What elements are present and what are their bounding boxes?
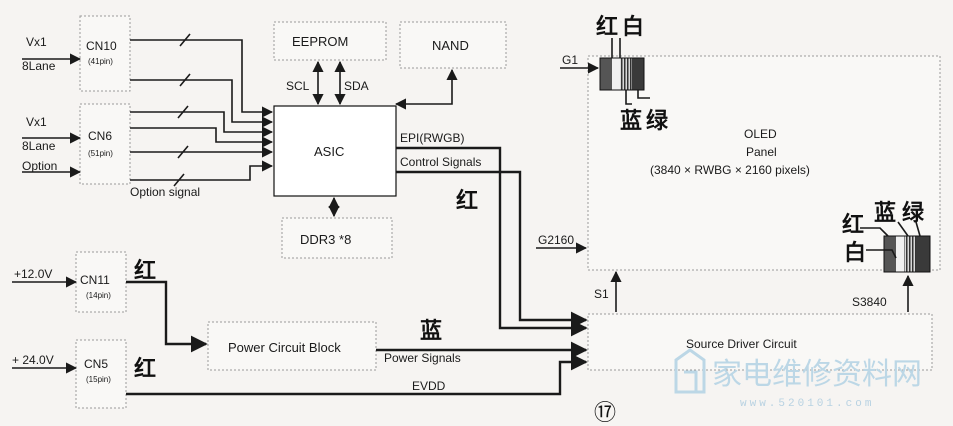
annotation-white-bottom: 白 xyxy=(844,240,866,266)
lane-label-b: 8Lane xyxy=(22,139,56,153)
cn11-to-power-line xyxy=(126,280,208,353)
leader-white-bottom xyxy=(866,249,897,259)
cn5-connector xyxy=(75,339,127,409)
cn10-label: CN10 xyxy=(86,39,117,53)
leader-blue-top xyxy=(625,90,632,105)
evdd-label: EVDD xyxy=(412,379,446,393)
ddr-label: DDR3 *8 xyxy=(300,232,351,247)
nand-label: NAND xyxy=(432,38,469,53)
annotation-red-12v: 红 xyxy=(134,258,156,284)
cn6-connector xyxy=(79,103,131,185)
oled-panel xyxy=(587,55,941,271)
vx1-label-a: Vx1 xyxy=(26,35,47,49)
cn5-pins: (15pin) xyxy=(86,375,111,384)
evdd-line xyxy=(126,353,588,396)
annotation-red-bottom: 红 xyxy=(842,212,864,238)
control-signals-label: Control Signals xyxy=(400,155,481,169)
leader-red-bottom xyxy=(860,227,889,237)
asic-label: ASIC xyxy=(314,144,344,159)
power-block-label: Power Circuit Block xyxy=(228,340,341,355)
cn6-to-asic-bus xyxy=(130,105,274,187)
annotation-green-bottom: 绿 xyxy=(902,200,925,226)
oled-panel-label: Panel xyxy=(746,145,777,159)
leader-green-bottom xyxy=(915,221,921,237)
eeprom-label: EEPROM xyxy=(292,34,348,49)
scl-label: SCL xyxy=(286,79,310,93)
g1-label: G1 xyxy=(562,53,578,67)
annotation-red-24v: 红 xyxy=(134,356,156,382)
g2160-label: G2160 xyxy=(538,233,574,247)
power-signals-label: Power Signals xyxy=(384,351,461,365)
cn6-label: CN6 xyxy=(88,129,112,143)
s1-label: S1 xyxy=(594,287,609,301)
source-driver-label: Source Driver Circuit xyxy=(686,337,797,351)
oled-title: OLED xyxy=(744,127,777,141)
watermark-text: 家电维修资料网 xyxy=(712,357,922,392)
leader-blue-bottom xyxy=(897,221,909,237)
annotation-green-top: 绿 xyxy=(646,108,669,134)
cn5-label: CN5 xyxy=(84,357,108,371)
control-signals-line xyxy=(396,170,588,329)
figure-number: ⑰ xyxy=(594,401,616,426)
option-label: Option xyxy=(22,159,57,173)
cn10-connector xyxy=(79,15,131,92)
v12-label: +12.0V xyxy=(14,267,52,281)
eeprom-block xyxy=(273,21,387,61)
s3840-label: S3840 xyxy=(852,295,887,309)
power-circuit-block xyxy=(207,321,377,371)
sda-label: SDA xyxy=(344,79,369,93)
pixel-swatch-bottom xyxy=(883,235,931,273)
asic-nand-line xyxy=(394,68,458,110)
annotation-red-control: 红 xyxy=(456,188,478,214)
cn6-pins: (51pin) xyxy=(88,149,113,158)
annotation-blue-top: 蓝 xyxy=(620,109,642,134)
epi-line xyxy=(396,146,588,337)
epi-label: EPI(RWGB) xyxy=(400,131,464,145)
annotation-blue-bottom: 蓝 xyxy=(874,201,896,226)
annotation-blue-power: 蓝 xyxy=(420,319,442,344)
vx1-label-b: Vx1 xyxy=(26,115,47,129)
pixel-swatch-top xyxy=(599,57,645,91)
leader-green-top xyxy=(637,90,650,99)
nand-block xyxy=(399,21,507,69)
annotation-red-top: 红 xyxy=(596,14,618,40)
oled-spec-label: (3840 × RWBG × 2160 pixels) xyxy=(650,163,810,177)
watermark-logo-icon xyxy=(674,348,706,394)
ddr-block xyxy=(281,217,393,259)
option-signal-label: Option signal xyxy=(130,185,200,199)
cn10-to-asic-bus xyxy=(130,33,274,128)
cn10-pins: (41pin) xyxy=(88,57,113,66)
cn11-pins: (14pin) xyxy=(86,291,111,300)
lane-label-a: 8Lane xyxy=(22,59,56,73)
source-driver-block xyxy=(587,313,933,371)
annotation-white-top: 白 xyxy=(622,14,644,40)
watermark-url: www.520101.com xyxy=(740,398,874,410)
asic-block xyxy=(273,105,397,197)
cn11-label: CN11 xyxy=(80,273,110,287)
v24-label: + 24.0V xyxy=(12,353,54,367)
